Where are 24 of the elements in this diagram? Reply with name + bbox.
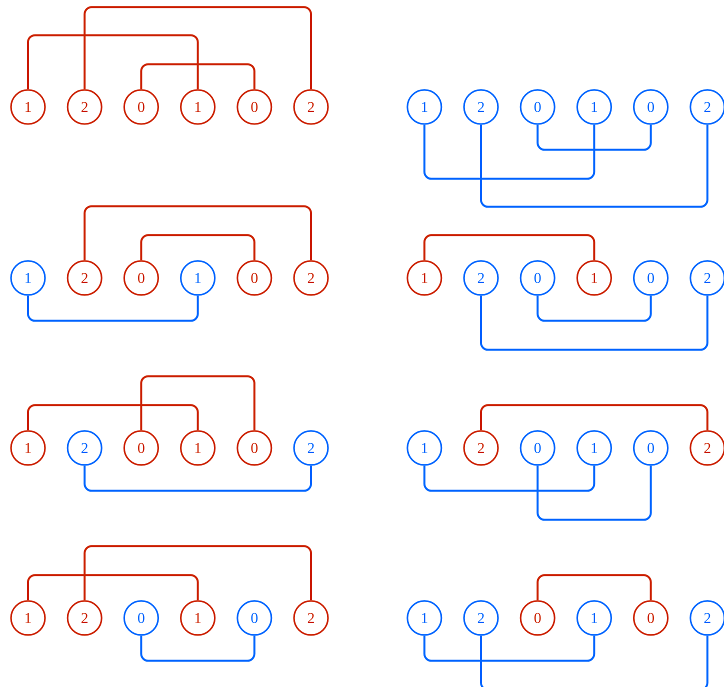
connector-line bbox=[536, 466, 652, 521]
connector-line bbox=[84, 466, 312, 492]
connector-line bbox=[27, 574, 199, 600]
connector-line bbox=[423, 124, 596, 180]
connector-line bbox=[27, 34, 199, 90]
connector-line bbox=[140, 375, 256, 430]
connector-line bbox=[140, 636, 256, 662]
connector-line bbox=[480, 124, 708, 208]
connector-line bbox=[423, 466, 596, 492]
connector-line bbox=[423, 636, 596, 662]
connector-line bbox=[480, 296, 708, 351]
connector-line bbox=[84, 205, 312, 260]
connector-line bbox=[140, 63, 256, 90]
connector-line bbox=[480, 636, 708, 687]
connector-line bbox=[536, 296, 652, 322]
connector-line bbox=[536, 574, 652, 600]
connector-line bbox=[536, 124, 652, 151]
connector-line bbox=[480, 404, 708, 430]
connector-line bbox=[84, 545, 312, 600]
connector-line bbox=[84, 6, 312, 90]
connector-line bbox=[27, 296, 199, 322]
connector-line bbox=[423, 234, 596, 260]
connector-line bbox=[140, 234, 256, 260]
connector-line bbox=[27, 404, 199, 430]
